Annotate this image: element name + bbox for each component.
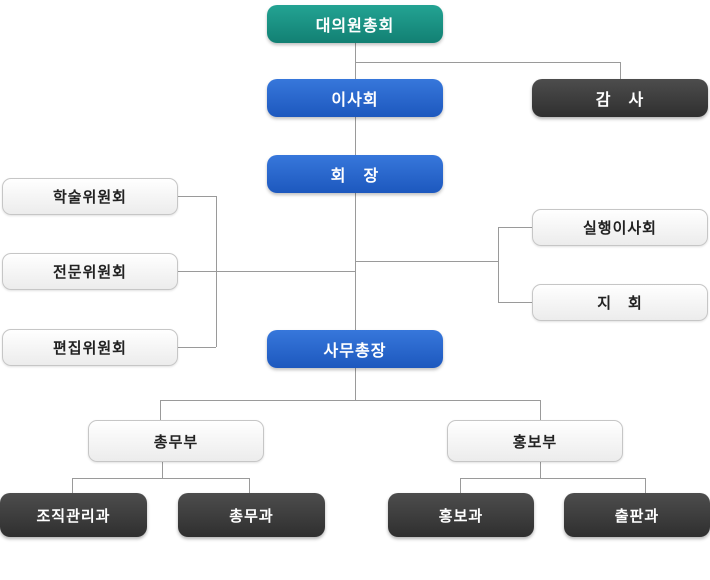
connector-general-section-drop <box>249 478 250 493</box>
connector-pr-section-drop <box>460 478 461 493</box>
connector-branch-office-h <box>498 302 532 303</box>
org-node-general-assembly: 대의원총회 <box>267 5 443 43</box>
org-node-pr-section: 홍보과 <box>388 493 534 537</box>
org-node-branch: 지 회 <box>532 284 708 321</box>
connector-publishing-drop <box>645 478 646 493</box>
org-node-org-management-section: 조직관리과 <box>0 493 147 537</box>
connector-org-section-drop <box>72 478 73 493</box>
connector-right-committees-v <box>498 227 499 302</box>
connector-professional-h <box>178 271 355 272</box>
connector-academic-h <box>178 196 216 197</box>
connector-general-dept-stub <box>162 462 163 479</box>
org-node-secretary-general: 사무총장 <box>267 330 443 368</box>
connector-right-branch-h <box>355 261 498 262</box>
connector-auditor-drop <box>620 62 621 79</box>
connector-left-sections-h <box>72 478 249 479</box>
org-node-president: 회 장 <box>267 155 443 193</box>
org-node-general-affairs-section: 총무과 <box>178 493 325 537</box>
connector-depts-h <box>160 400 540 401</box>
connector-general-dept-drop <box>160 400 161 420</box>
org-node-publishing-section: 출판과 <box>564 493 710 537</box>
connector-pr-dept-drop <box>540 400 541 420</box>
connector-pr-dept-stub <box>540 462 541 479</box>
org-node-board-of-directors: 이사회 <box>267 79 443 117</box>
org-node-general-affairs-dept: 총무부 <box>88 420 264 462</box>
org-node-executive-board: 실행이사회 <box>532 209 708 246</box>
org-node-pr-dept: 홍보부 <box>447 420 623 462</box>
org-node-editorial-committee: 편집위원회 <box>2 329 178 366</box>
org-node-academic-committee: 학술위원회 <box>2 178 178 215</box>
connector-board-president <box>355 117 356 155</box>
connector-editorial-h <box>178 347 216 348</box>
connector-executive-h <box>498 227 532 228</box>
connector-secretary-drop <box>355 368 356 400</box>
connector-branch-to-auditor-h <box>355 62 620 63</box>
org-node-professional-committee: 전문위원회 <box>2 253 178 290</box>
connector-right-sections-h <box>460 478 645 479</box>
connector-assembly-board <box>355 43 356 79</box>
org-node-auditor: 감 사 <box>532 79 708 117</box>
